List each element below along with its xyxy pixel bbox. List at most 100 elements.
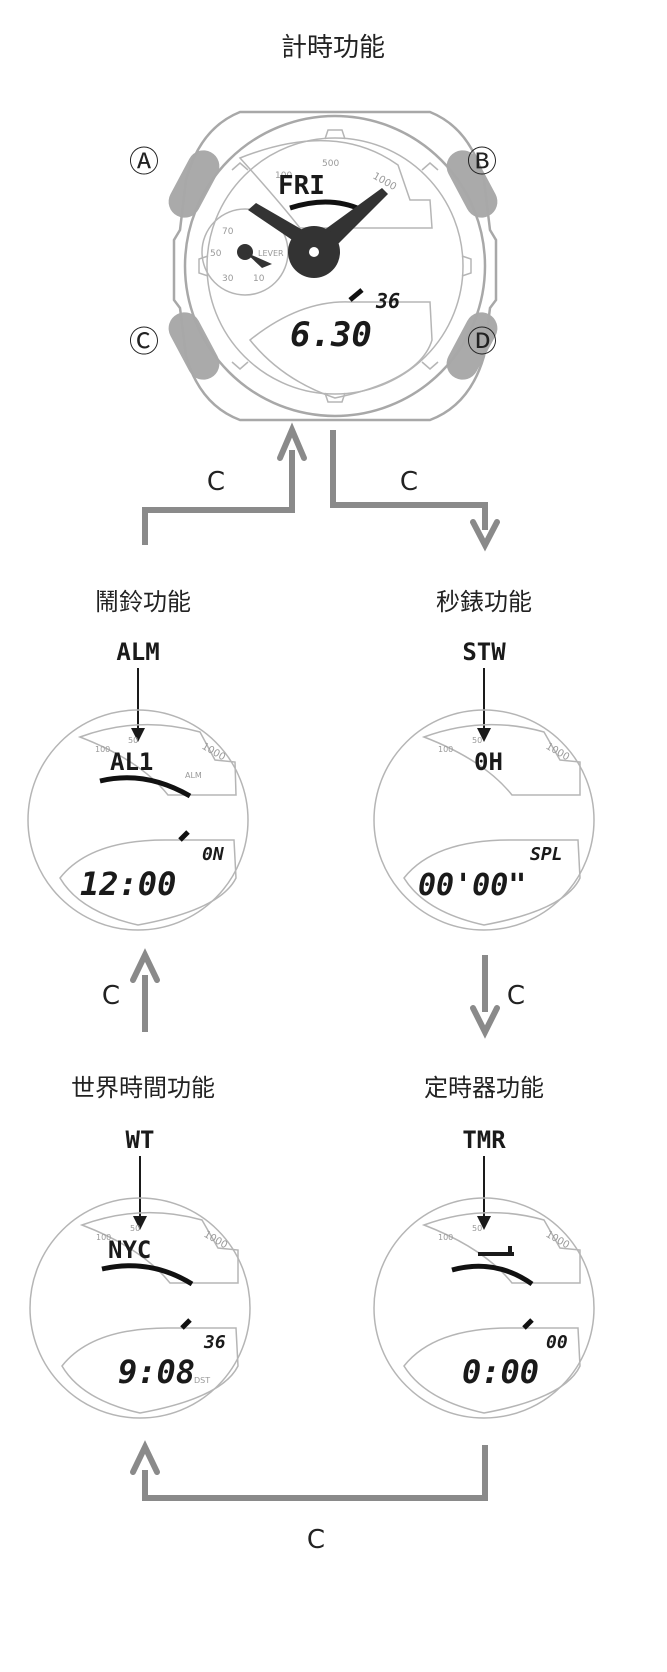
worldtime-right-text: 36 bbox=[203, 1332, 226, 1353]
arrow-alarm-to-timekeeping bbox=[142, 450, 295, 545]
button-d-label: Ⓓ bbox=[467, 325, 497, 360]
sub-70: 70 bbox=[222, 227, 234, 237]
alarm-code: ALM bbox=[116, 638, 159, 666]
date-display: 6.30 bbox=[290, 315, 372, 355]
worldtime-lower-window bbox=[61, 1327, 239, 1414]
button-d-shape bbox=[446, 312, 498, 380]
arrowhead-down-top bbox=[470, 519, 500, 552]
alarm-right-text: 0N bbox=[202, 844, 225, 865]
timer-lower-window bbox=[403, 1327, 581, 1414]
stopwatch-mode: 秒錶功能 STW 100 50 1000 0H SPL 00'00" bbox=[373, 588, 595, 931]
timer-code: TMR bbox=[462, 1126, 506, 1154]
flow-label-5: C bbox=[307, 1525, 325, 1555]
arrowhead-up-mid bbox=[130, 948, 160, 983]
scale-500: 500 bbox=[322, 159, 339, 169]
arrowhead-down-mid bbox=[470, 1005, 500, 1039]
button-c-label: Ⓒ bbox=[129, 325, 159, 360]
flow-label-1: C bbox=[207, 467, 225, 497]
alarm-upper-window bbox=[77, 723, 237, 796]
seconds-display: 36 bbox=[375, 289, 400, 313]
timer-s100: 100 bbox=[438, 1233, 453, 1242]
scale-100: 100 bbox=[275, 171, 292, 181]
worldtime-pointer-head bbox=[133, 1216, 147, 1230]
bezel-notches bbox=[198, 129, 472, 403]
day-indicator-arc bbox=[289, 199, 364, 213]
alarm-arc bbox=[99, 775, 192, 799]
sub-dial-labels: 70 50 30 10 LEVER bbox=[210, 227, 284, 284]
watch-case bbox=[172, 110, 498, 422]
alarm-badge: ALM bbox=[185, 771, 202, 780]
flow-arrows: C C C C C bbox=[102, 422, 525, 1555]
timer-mode: 定時器功能 TMR 100 50 1000 00 0:00 bbox=[373, 1074, 595, 1419]
worldtime-s100: 100 bbox=[96, 1233, 111, 1242]
timer-bottom-text: 0:00 bbox=[462, 1353, 539, 1391]
stopwatch-bottom-text: 00'00" bbox=[418, 868, 526, 903]
alarm-pointer-head bbox=[131, 728, 145, 742]
timer-right-text: 00 bbox=[546, 1332, 568, 1353]
worldtime-s50: 50 bbox=[130, 1224, 140, 1233]
worldtime-bottom-text: 9:08 bbox=[118, 1353, 195, 1391]
timekeeping-title: 計時功能 bbox=[281, 33, 385, 63]
worldtime-upper-window bbox=[79, 1211, 239, 1284]
alarm-s100: 100 bbox=[95, 745, 110, 754]
alarm-mode: 鬧鈴功能 ALM 100 50 1000 AL1 ALM 0N 12:00 bbox=[27, 588, 249, 931]
timer-lower-indicator bbox=[522, 1318, 534, 1330]
stopwatch-s1000: 1000 bbox=[544, 741, 572, 763]
button-b-label: Ⓑ bbox=[467, 145, 497, 180]
stopwatch-top-text: 0H bbox=[474, 748, 503, 776]
button-c-shape bbox=[168, 312, 220, 380]
stopwatch-s100: 100 bbox=[438, 745, 453, 754]
arrow-timer-to-worldtime bbox=[142, 1445, 488, 1501]
stopwatch-lower-window bbox=[403, 839, 581, 926]
lower-window bbox=[248, 301, 433, 399]
worldtime-top-text: NYC bbox=[108, 1236, 151, 1264]
timer-dial bbox=[373, 1197, 595, 1419]
stopwatch-code: STW bbox=[462, 638, 506, 666]
timer-upper-window bbox=[421, 1211, 581, 1284]
main-watch: 100 500 1000 FRI 70 50 30 10 LEVER 36 6.… bbox=[129, 110, 498, 422]
timer-s50: 50 bbox=[472, 1224, 482, 1233]
stopwatch-s50: 50 bbox=[472, 736, 482, 745]
alarm-top-text: AL1 bbox=[110, 748, 153, 776]
scale-1000: 1000 bbox=[371, 171, 399, 193]
worldtime-title: 世界時間功能 bbox=[71, 1074, 215, 1102]
worldtime-mode: 世界時間功能 WT 100 50 1000 NYC 36 9:08 DST bbox=[29, 1074, 251, 1419]
alarm-lower-indicator bbox=[178, 830, 190, 842]
bezel-inner bbox=[206, 137, 464, 395]
button-a-shape bbox=[168, 150, 220, 218]
worldtime-arc bbox=[101, 1263, 194, 1287]
worldtime-dial bbox=[29, 1197, 251, 1419]
flow-label-3: C bbox=[102, 981, 120, 1011]
sub-10: 10 bbox=[253, 274, 265, 284]
arrowhead-up-top bbox=[277, 422, 307, 461]
timer-arc bbox=[451, 1263, 534, 1287]
timer-s1000: 1000 bbox=[544, 1229, 572, 1251]
timer-pointer-head bbox=[477, 1216, 491, 1230]
alarm-lower-window bbox=[59, 839, 237, 926]
worldtime-badge: DST bbox=[194, 1376, 210, 1385]
arrowhead-up-bottom bbox=[130, 1440, 160, 1475]
alarm-s50: 50 bbox=[128, 736, 138, 745]
flow-label-4: C bbox=[507, 981, 525, 1011]
stopwatch-title: 秒錶功能 bbox=[436, 588, 532, 616]
sub-dial-hand bbox=[245, 252, 272, 268]
timer-title: 定時器功能 bbox=[424, 1074, 544, 1102]
arrow-timekeeping-to-stopwatch bbox=[330, 430, 488, 530]
day-display: FRI bbox=[278, 171, 325, 201]
sub-30: 30 bbox=[222, 274, 234, 284]
stopwatch-right-text: SPL bbox=[530, 844, 563, 865]
stopwatch-upper-window bbox=[421, 723, 581, 796]
alarm-bottom-text: 12:00 bbox=[80, 865, 176, 903]
upper-window bbox=[238, 139, 433, 229]
worldtime-s1000: 1000 bbox=[202, 1229, 230, 1251]
sub-50: 50 bbox=[210, 249, 222, 259]
stopwatch-dial bbox=[373, 709, 595, 931]
alarm-title: 鬧鈴功能 bbox=[95, 588, 191, 616]
bezel-outer bbox=[183, 114, 487, 418]
center-pin bbox=[309, 247, 319, 257]
timer-bar-indicator bbox=[478, 1246, 514, 1256]
alarm-dial bbox=[27, 709, 249, 931]
lower-indicator bbox=[348, 288, 364, 302]
button-a-label: Ⓐ bbox=[129, 145, 159, 180]
